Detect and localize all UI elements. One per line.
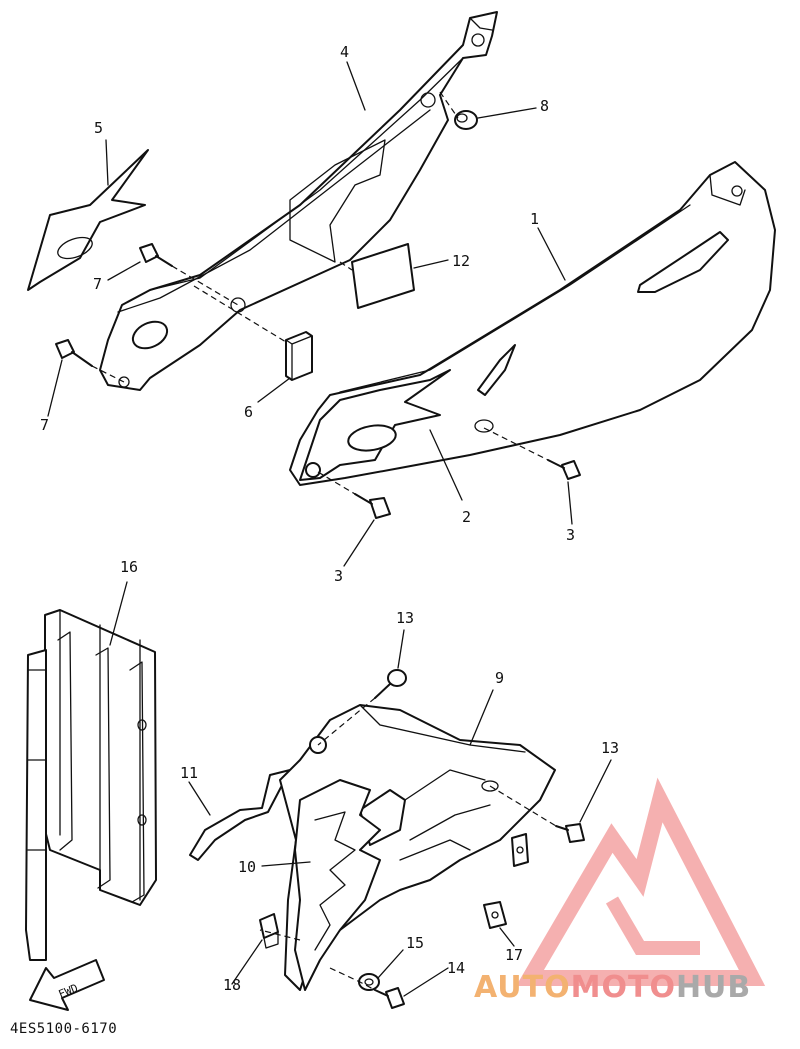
bolt-part-3-left bbox=[354, 493, 391, 519]
bolt-part-7-upper bbox=[139, 243, 173, 267]
part-label-1: 1 bbox=[530, 210, 539, 228]
part-label-18: 18 bbox=[223, 976, 241, 994]
part-label-8: 8 bbox=[540, 97, 549, 115]
part-15-washer bbox=[358, 973, 380, 991]
bolt-part-14 bbox=[374, 987, 405, 1009]
part-label-11: 11 bbox=[180, 764, 198, 782]
part-label-6: 6 bbox=[244, 403, 253, 421]
watermark-logo-icon bbox=[516, 777, 766, 986]
leader-lines bbox=[47, 61, 612, 997]
part-16-radiator-guard bbox=[25, 609, 157, 961]
bolt-part-3-right bbox=[547, 459, 581, 480]
part-4-left-side-cover bbox=[99, 11, 498, 391]
watermark-hub: HUB bbox=[675, 970, 752, 1005]
part-label-17: 17 bbox=[505, 946, 523, 964]
part-label-4: 4 bbox=[340, 43, 349, 61]
part-label-7-upper: 7 bbox=[93, 275, 102, 293]
drawing-code: 4ES5100-6170 bbox=[10, 1021, 118, 1037]
part-label-3-right: 3 bbox=[566, 526, 575, 544]
part-label-15: 15 bbox=[406, 934, 424, 952]
part-label-7-lower: 7 bbox=[40, 416, 49, 434]
part-10-graphic bbox=[294, 779, 381, 991]
part-6-damper bbox=[285, 331, 313, 381]
part-label-16: 16 bbox=[120, 558, 138, 576]
part-label-3-left: 3 bbox=[334, 567, 343, 585]
part-label-13-upper: 13 bbox=[396, 609, 414, 627]
part-label-9: 9 bbox=[495, 669, 504, 687]
part-5-decal bbox=[27, 149, 149, 291]
part-8-grommet bbox=[454, 110, 478, 130]
part-12-label bbox=[351, 243, 415, 309]
part-2-graphic bbox=[299, 369, 451, 481]
watermark-brand-text: AUTOMOTOHUB bbox=[474, 970, 751, 1005]
assembly-lines bbox=[91, 91, 557, 991]
part-11-bracket bbox=[189, 769, 291, 861]
fwd-arrow-icon: FWD bbox=[29, 959, 105, 1011]
part-label-14: 14 bbox=[447, 959, 465, 977]
watermark-moto: MOTO bbox=[570, 970, 676, 1005]
part-label-10: 10 bbox=[238, 858, 256, 876]
bolt-part-13-right bbox=[555, 823, 585, 843]
part-label-12: 12 bbox=[452, 252, 470, 270]
part-18-clip bbox=[259, 913, 279, 949]
part-labels: 4 5 8 1 12 7 7 6 2 3 3 16 13 9 13 11 10 … bbox=[40, 43, 619, 994]
part-label-2: 2 bbox=[462, 508, 471, 526]
part-17-clip-nut bbox=[483, 833, 529, 929]
bolt-part-7-lower bbox=[55, 339, 93, 367]
part-label-5: 5 bbox=[94, 119, 103, 137]
part-label-13-right: 13 bbox=[601, 739, 619, 757]
bolt-part-13-upper bbox=[374, 669, 407, 699]
watermark-auto: AUTO bbox=[474, 970, 571, 1005]
